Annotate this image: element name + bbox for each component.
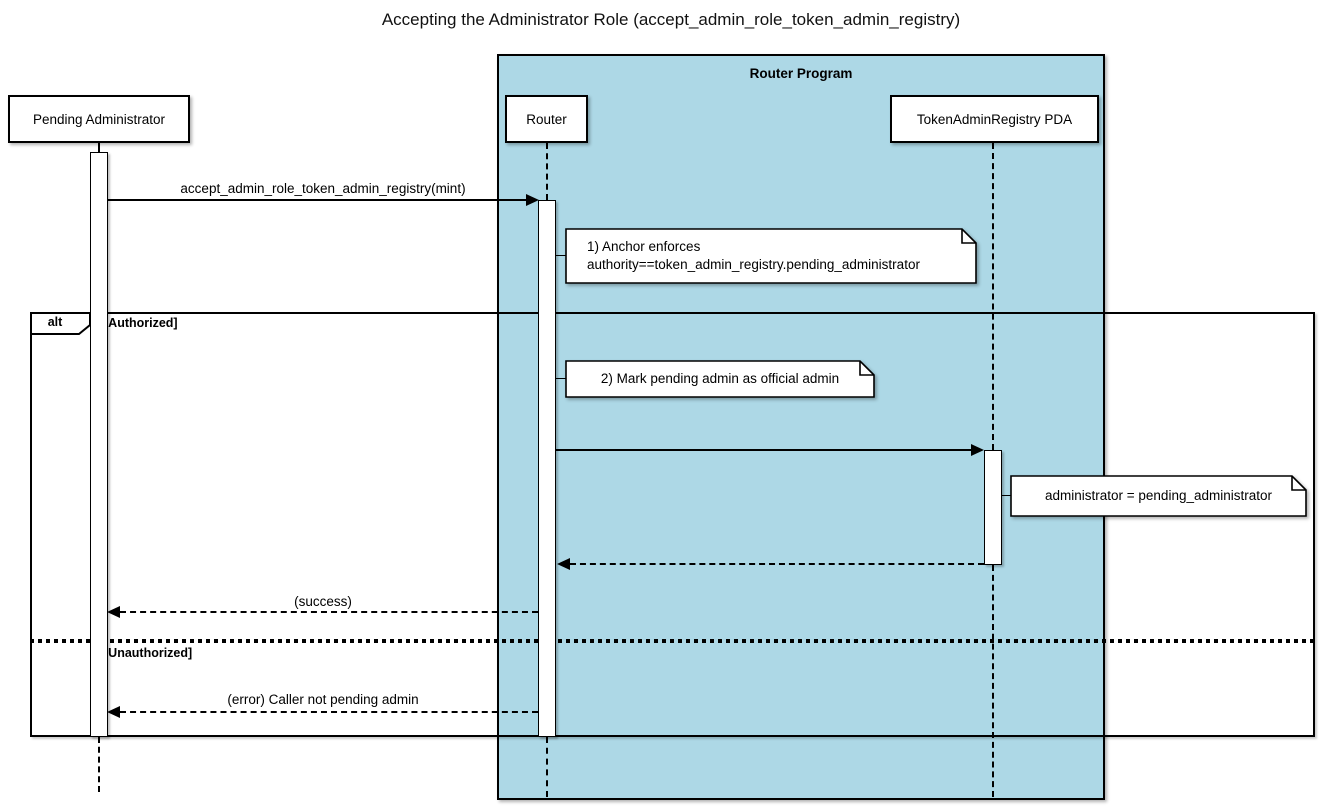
lifeline-pending-admin-bottom [98,737,100,792]
lifeline-pending-admin-top [98,143,100,152]
lifeline-router-bottom [546,737,548,797]
note-shape [565,228,977,284]
note-mark-official-admin: 2) Mark pending admin as official admin [565,360,875,398]
note-set-administrator: administrator = pending_administrator [1010,475,1307,517]
note-line: authority==token_admin_registry.pending_… [587,257,920,272]
message-call-line [107,199,526,201]
arrowhead-icon [107,706,120,718]
note-shape [1010,475,1307,517]
participant-label: Pending Administrator [32,111,166,127]
lifeline-router-top [546,143,548,200]
alt-frame [30,312,1315,737]
alt-divider [30,639,1315,643]
note-shape [565,360,875,398]
participant-token-admin-registry-pda: TokenAdminRegistry PDA [890,95,1099,143]
activation-bar-pending-admin [90,152,108,737]
arrowhead-icon [526,194,539,206]
arrowhead-icon [107,606,120,618]
guard-authorized-label: [Authorized] [104,316,178,330]
note-line: 1) Anchor enforces [587,239,701,254]
return-pda-line [570,563,984,565]
activation-bar-pda [984,450,1002,565]
message-call-label: accept_admin_role_token_admin_registry(m… [180,181,466,196]
alt-operator-pentagon [30,312,92,336]
lifeline-pda-bottom [992,565,994,797]
activation-bar-router [538,200,556,737]
note-line: 2) Mark pending admin as official admin [600,371,840,386]
router-program-container: Router Program [497,54,1105,800]
participant-router: Router [505,95,588,143]
return-error-line [120,711,538,713]
diagram-title: Accepting the Administrator Role (accept… [381,10,961,29]
router-program-label: Router Program [749,66,853,81]
note-connector [555,378,567,379]
guard-unauthorized-label: [Unauthorized] [104,646,193,660]
note-connector [555,255,567,256]
return-error-label: (error) Caller not pending admin [227,692,419,707]
participant-label: Router [526,111,567,127]
participant-pending-administrator: Pending Administrator [8,95,190,143]
note-anchor-enforces: 1) Anchor enforces authority==token_admi… [565,228,977,284]
arrowhead-icon [971,444,984,456]
participant-label: TokenAdminRegistry PDA [916,111,1073,127]
alt-operator-shape [30,312,91,335]
return-success-label: (success) [294,594,352,609]
note-line: administrator = pending_administrator [1045,488,1272,503]
lifeline-pda-top [992,143,994,450]
note-connector [1001,495,1012,496]
message-update-line [556,449,971,451]
arrowhead-icon [557,558,570,570]
return-success-line [120,611,538,613]
alt-operator-label: alt [47,315,63,329]
